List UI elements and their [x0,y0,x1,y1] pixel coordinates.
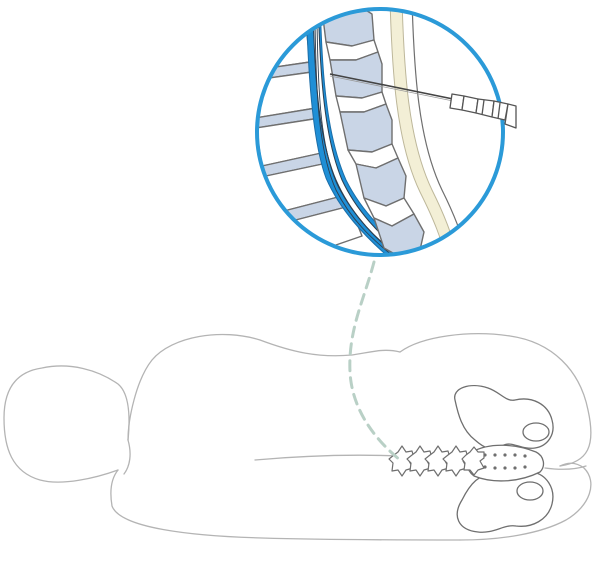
spinal-cord [312,9,412,255]
magnifier [255,7,505,257]
leg-outline [459,462,592,541]
lumbar-spine [388,445,485,477]
leg-crease [544,465,587,470]
vertebra-l1 [388,445,415,477]
spinal-needle [329,73,459,103]
arm-crease [254,454,401,461]
head-outline [3,365,130,483]
syringe-hub [449,93,517,129]
vertebra-l3 [424,445,451,477]
vertebra-l5 [461,446,485,476]
obturator-lower [516,481,544,501]
magnifier-ring [255,7,505,257]
obturator-upper [522,422,550,442]
patient-body [3,333,592,541]
hip-outline [399,333,592,467]
torso-outline [110,469,461,541]
vertebra-l2 [406,445,433,477]
neck-crease [123,439,131,475]
shoulder-outline [127,333,401,441]
ligament-band [389,9,459,255]
nerve-roots [314,19,405,255]
dashed-leader [348,260,402,462]
vertebra-l4 [442,445,469,477]
